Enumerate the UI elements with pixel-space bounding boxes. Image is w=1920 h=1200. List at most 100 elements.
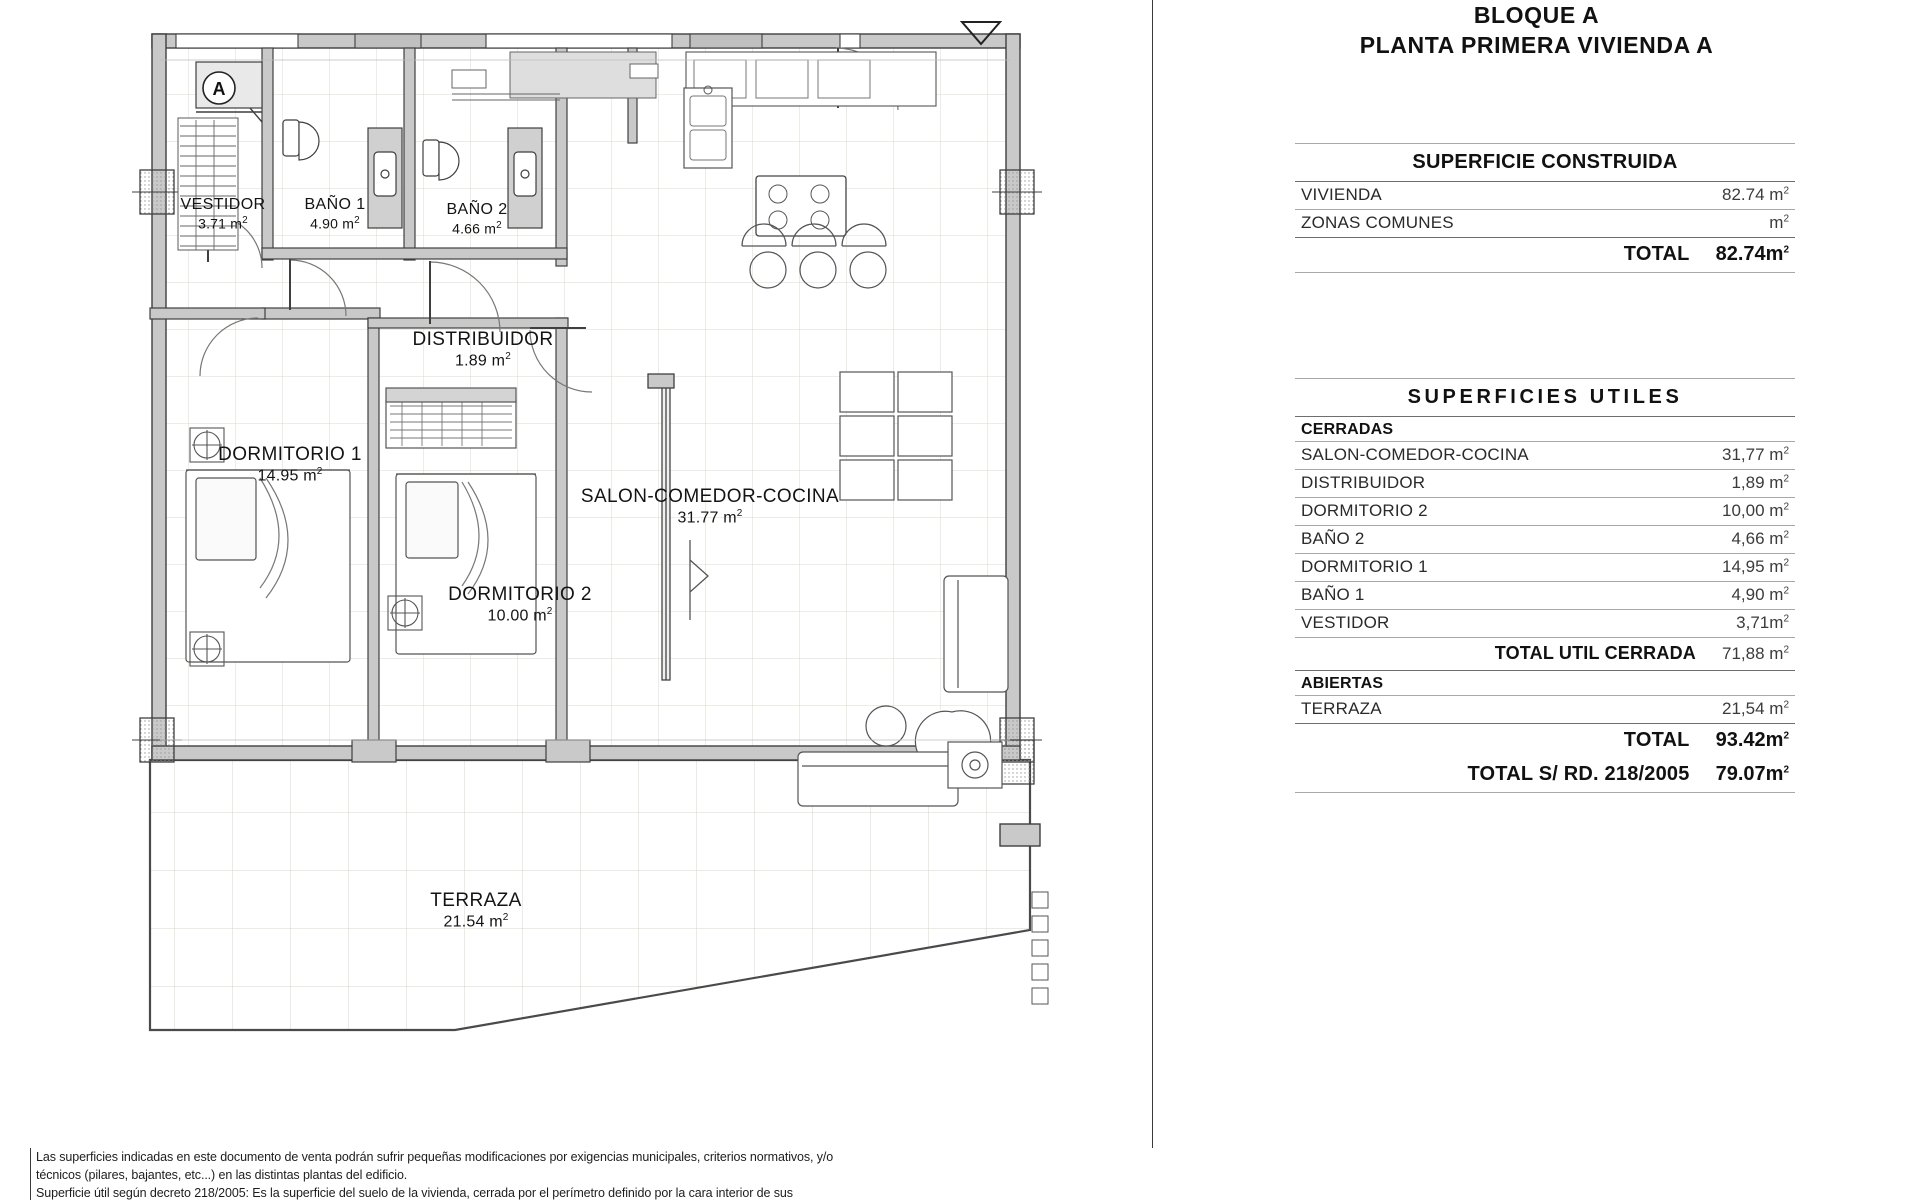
- section-mark-a: A: [195, 61, 263, 123]
- total-label: TOTAL: [1623, 729, 1690, 751]
- table-row-total: TOTAL 82.74m2: [1295, 238, 1795, 272]
- table-row-total-rd: TOTAL S/ RD. 218/2005 79.07m2: [1295, 758, 1795, 792]
- row-value: 10,00 m2: [1721, 501, 1789, 520]
- row-value: 4,66 m2: [1731, 529, 1789, 548]
- rule: [1295, 581, 1795, 582]
- room-label-vestidor: VESTIDOR 3.71 m2: [180, 196, 266, 232]
- rule: [1295, 553, 1795, 554]
- footer-line-1: Las superficies indicadas en este docume…: [36, 1150, 834, 1164]
- rule: [1295, 237, 1795, 238]
- row-value: 31,77 m2: [1721, 445, 1789, 464]
- section-abiertas: ABIERTAS: [1295, 671, 1795, 695]
- row-label: VESTIDOR: [1301, 613, 1390, 632]
- footer-rule: [30, 1148, 31, 1200]
- dormitorio1-bed: [185, 469, 351, 663]
- rule-bottom: [1295, 792, 1795, 793]
- dormitorio2-furniture: [385, 387, 537, 655]
- row-label: BAÑO 2: [1301, 529, 1365, 548]
- rule-top: [1295, 143, 1795, 144]
- table-row-total: TOTAL 93.42m2: [1295, 724, 1795, 758]
- room-label-bano1: BAÑO 1 4.90 m2: [304, 196, 366, 232]
- room-label-terraza: TERRAZA 21.54 m2: [430, 890, 522, 931]
- vestidor-closet: [177, 117, 239, 251]
- room-label-dormitorio2: DORMITORIO 2 10.00 m2: [448, 584, 592, 625]
- floor-plan-drawing: A: [132, 21, 1049, 1032]
- dining-table: [839, 371, 953, 501]
- room-label-dormitorio1: DORMITORIO 1 14.95 m2: [218, 444, 362, 485]
- footer-disclaimer: Las superficies indicadas en este docume…: [0, 1148, 1920, 1200]
- superficies-utiles-header: SUPERFICIES UTILES: [1407, 386, 1683, 408]
- dormitorio2-ceiling-marks: [387, 595, 423, 631]
- bano2-fixtures: [422, 127, 543, 229]
- superficie-construida-header: SUPERFICIE CONSTRUIDA: [1412, 151, 1678, 173]
- footer-line-2: técnicos (pilares, bajantes, etc...) en …: [36, 1168, 408, 1182]
- table-row: DISTRIBUIDOR 1,89 m2: [1295, 470, 1795, 497]
- sliding-doors: [647, 373, 709, 681]
- rule: [1295, 441, 1795, 442]
- row-label: BAÑO 1: [1301, 585, 1365, 604]
- terrace-edge-markers: [1031, 891, 1049, 1005]
- rule: [1295, 416, 1795, 417]
- row-value: m2: [1769, 213, 1789, 232]
- row-value: 14,95 m2: [1721, 557, 1789, 576]
- total-label: TOTAL UTIL CERRADA: [1494, 643, 1696, 663]
- rule: [1295, 525, 1795, 526]
- rule: [1295, 209, 1795, 210]
- dormitorio1-ceiling-marks: [189, 427, 225, 667]
- bano1-fixtures: [282, 119, 403, 229]
- room-label-salon-comedor-cocina: SALON-COMEDOR-COCINA 31.77 m2: [580, 486, 840, 527]
- row-label: VIVIENDA: [1301, 185, 1382, 204]
- room-label-bano2: BAÑO 2 4.66 m2: [446, 201, 508, 237]
- row-label: TERRAZA: [1301, 699, 1382, 718]
- terrace-slab: [148, 758, 1032, 1032]
- rule: [1295, 469, 1795, 470]
- table-row: VIVIENDA 82.74 m2: [1295, 182, 1795, 209]
- table-row-total-cerrada: TOTAL UTIL CERRADA 71,88 m2: [1295, 638, 1795, 670]
- legend-panel: BLOQUE A PLANTA PRIMERA VIVIENDA A SUPER…: [1153, 0, 1920, 1148]
- rule: [1295, 670, 1795, 671]
- section-label: CERRADAS: [1301, 421, 1394, 438]
- total-value: 93.42m2: [1715, 729, 1789, 751]
- footer-line-3: Superficie útil según decreto 218/2005: …: [36, 1186, 793, 1200]
- table-superficies-utiles: SUPERFICIES UTILES CERRADAS SALON-COMEDO…: [1295, 378, 1795, 793]
- rule-top: [1295, 378, 1795, 379]
- rule: [1295, 181, 1795, 182]
- table-superficie-construida: SUPERFICIE CONSTRUIDA VIVIENDA 82.74 m2 …: [1295, 143, 1795, 273]
- row-value: 82.74 m2: [1721, 185, 1789, 204]
- row-label: ZONAS COMUNES: [1301, 213, 1454, 232]
- north-arrow-icon: [959, 21, 1003, 46]
- rule: [1295, 723, 1795, 724]
- total-value: 71,88 m2: [1721, 644, 1789, 663]
- svg-text:A: A: [213, 79, 226, 99]
- rule: [1295, 497, 1795, 498]
- row-label: SALON-COMEDOR-COCINA: [1301, 445, 1529, 464]
- rule-bottom: [1295, 272, 1795, 273]
- living-furniture: [797, 575, 1009, 807]
- kitchen-fixtures: [451, 51, 937, 289]
- table-row: BAÑO 1 4,90 m2: [1295, 582, 1795, 609]
- terrace-column: [999, 739, 1035, 785]
- total-rd-value: 79.07m2: [1715, 763, 1789, 785]
- wall-nodes: [351, 739, 591, 763]
- row-label: DORMITORIO 2: [1301, 501, 1428, 520]
- rule: [1295, 609, 1795, 610]
- title-planta: PLANTA PRIMERA VIVIENDA A: [1359, 32, 1714, 58]
- row-label: DISTRIBUIDOR: [1301, 473, 1426, 492]
- panel-divider: [1152, 0, 1153, 1148]
- rule: [1295, 695, 1795, 696]
- total-rd-label: TOTAL S/ RD. 218/2005: [1467, 763, 1690, 785]
- table-row: BAÑO 2 4,66 m2: [1295, 526, 1795, 553]
- row-value: 1,89 m2: [1731, 473, 1789, 492]
- room-label-distribuidor: DISTRIBUIDOR 1.89 m2: [412, 329, 554, 370]
- row-value: 21,54 m2: [1721, 699, 1789, 718]
- table-row: VESTIDOR 3,71m2: [1295, 610, 1795, 637]
- terrace-railing: [999, 823, 1041, 847]
- section-label: ABIERTAS: [1301, 675, 1384, 692]
- row-value: 3,71m2: [1736, 613, 1789, 632]
- guide-lines: [160, 59, 1010, 741]
- total-label: TOTAL: [1623, 243, 1690, 265]
- window-openings-top: [175, 33, 861, 49]
- table-row: DORMITORIO 1 14,95 m2: [1295, 554, 1795, 581]
- row-label: DORMITORIO 1: [1301, 557, 1428, 576]
